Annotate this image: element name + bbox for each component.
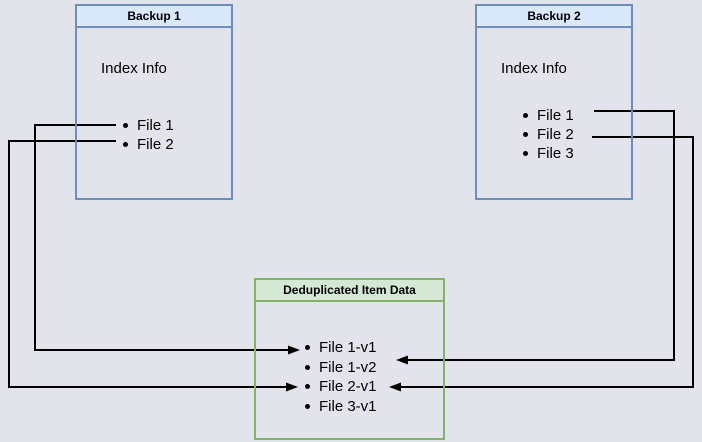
list-item-label: File 3 bbox=[537, 145, 574, 162]
bullet-icon bbox=[305, 384, 310, 390]
backup1-index-info-label: Index Info bbox=[101, 60, 167, 77]
dedup-title: Deduplicated Item Data bbox=[256, 280, 443, 302]
list-item-label: File 3-v1 bbox=[319, 397, 377, 415]
deduplicated-item-data-box: Deduplicated Item Data File 1-v1 File 1-… bbox=[254, 278, 445, 440]
list-item: File 2-v1 bbox=[256, 377, 443, 397]
list-item-label: File 1 bbox=[137, 117, 174, 134]
list-item: File 2 bbox=[77, 135, 231, 154]
bullet-icon bbox=[523, 132, 528, 137]
bullet-icon bbox=[305, 403, 310, 409]
bullet-icon bbox=[523, 151, 528, 156]
list-item-label: File 1-v2 bbox=[319, 358, 377, 376]
backup2-file-list: File 1 File 2 File 3 bbox=[477, 106, 631, 163]
bullet-icon bbox=[523, 113, 528, 118]
list-item-label: File 2 bbox=[137, 136, 174, 153]
list-item: File 1 bbox=[477, 106, 631, 125]
list-item: File 1-v1 bbox=[256, 338, 443, 358]
list-item: File 2 bbox=[477, 125, 631, 144]
list-item: File 3-v1 bbox=[256, 397, 443, 417]
backup1-box: Backup 1 Index Info File 1 File 2 bbox=[75, 4, 233, 200]
dedup-item-list: File 1-v1 File 1-v2 File 2-v1 File 3-v1 bbox=[256, 338, 443, 416]
bullet-icon bbox=[305, 364, 310, 370]
backup2-title: Backup 2 bbox=[477, 6, 631, 28]
backup1-title: Backup 1 bbox=[77, 6, 231, 28]
bullet-icon bbox=[123, 123, 128, 128]
list-item: File 1-v2 bbox=[256, 358, 443, 378]
backup2-box: Backup 2 Index Info File 1 File 2 File 3 bbox=[475, 4, 633, 200]
list-item-label: File 1 bbox=[537, 107, 574, 124]
backup2-index-info-label: Index Info bbox=[501, 60, 567, 77]
list-item: File 3 bbox=[477, 144, 631, 163]
backup1-file-list: File 1 File 2 bbox=[77, 116, 231, 154]
bullet-icon bbox=[305, 345, 310, 351]
list-item-label: File 2-v1 bbox=[319, 378, 377, 396]
list-item-label: File 1-v1 bbox=[319, 339, 377, 357]
bullet-icon bbox=[123, 142, 128, 147]
list-item-label: File 2 bbox=[537, 126, 574, 143]
list-item: File 1 bbox=[77, 116, 231, 135]
